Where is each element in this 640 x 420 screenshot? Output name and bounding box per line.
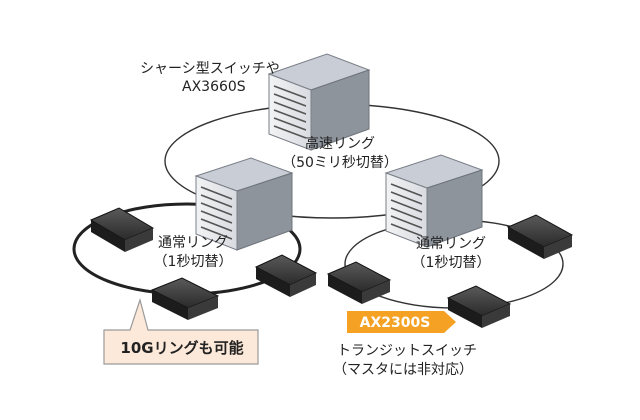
right-ring-label-line2: （1秒切替）	[411, 255, 491, 271]
transit-label-line1: トランジットスイッチ	[337, 343, 477, 359]
small-switch-right-bottom	[446, 285, 512, 328]
chassis-switch-right	[384, 154, 484, 248]
transit-label-line2: （マスタには非対応）	[333, 362, 473, 378]
chassis-switch-top	[267, 53, 371, 151]
small-switch-middle	[254, 254, 318, 297]
right-ring-label-line1: 通常リング	[416, 236, 486, 252]
small-switch-left-top	[89, 207, 155, 252]
left-ring-label-line1: 通常リング	[158, 235, 228, 251]
ten-g-callout-label: 10Gリングも可能	[120, 339, 244, 357]
chassis-label-line1: シャーシ型スイッチや	[140, 61, 280, 77]
highspeed-ring-label-line1: 高速リング	[305, 136, 375, 152]
ten-g-callout	[103, 297, 259, 365]
small-switch-right-left	[326, 261, 392, 304]
chassis-label-line2: AX3660S	[182, 79, 246, 95]
left-ring-label-line2: （1秒切替）	[153, 254, 233, 270]
chassis-switch-left	[194, 157, 294, 251]
small-switch-right-top	[506, 214, 574, 259]
small-switch-left-bottom	[150, 277, 220, 320]
highspeed-ring-label-line2: （50ミリ秒切替）	[282, 155, 398, 171]
ax2300-badge	[347, 311, 456, 333]
ax2300-badge-label: AX2300S	[359, 315, 431, 331]
